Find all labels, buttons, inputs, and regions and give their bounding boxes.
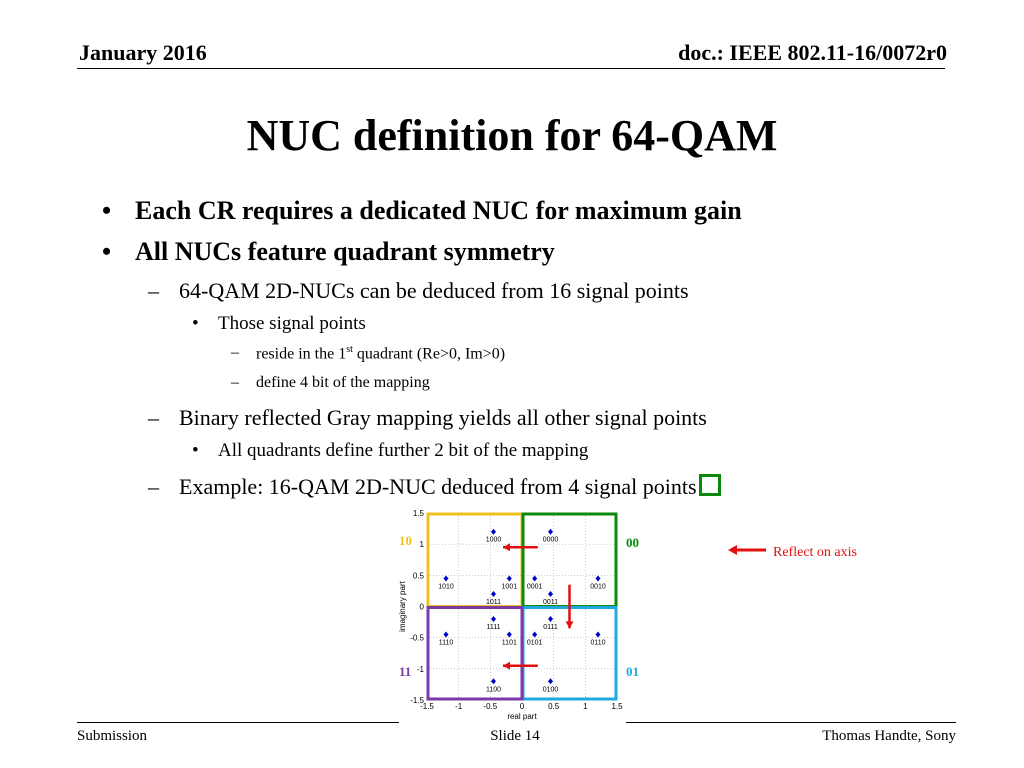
quadrant-label-00: 00 — [626, 535, 639, 550]
x-tick-label: -1.5 — [420, 702, 434, 711]
signal-point — [491, 528, 496, 535]
signal-point — [491, 678, 496, 685]
bullet-marker: • — [102, 196, 112, 225]
bullet-text-sup: st — [346, 344, 353, 355]
bullet-text: define 4 bit of the mapping — [256, 374, 430, 391]
bullet-text: All quadrants define further 2 bit of th… — [218, 440, 589, 461]
footer-slide-number: Slide 14 — [490, 728, 540, 744]
bullet-text: Those signal points — [218, 313, 366, 334]
signal-point-label: 0001 — [527, 583, 543, 590]
header-date: January 2016 — [79, 40, 207, 65]
signal-point-label: 0011 — [543, 599, 558, 606]
signal-point-label: 1101 — [502, 640, 517, 647]
signal-point — [532, 575, 538, 582]
x-tick-label: 1 — [583, 702, 588, 711]
bullet-text: 64-QAM 2D-NUCs can be deduced from 16 si… — [179, 278, 689, 303]
reflect-arrow-icon — [728, 545, 766, 555]
bullet-text-post: quadrant (Re>0, Im>0) — [352, 345, 506, 363]
reflect-arrow-lower-head — [503, 661, 510, 670]
signal-point-label: 1000 — [486, 537, 502, 544]
x-axis-label: real part — [507, 712, 537, 721]
signal-point-label: 1010 — [438, 583, 454, 590]
reflect-arrow-vertical-head — [565, 621, 574, 629]
signal-point-label: 1011 — [486, 599, 501, 606]
quadrant-label-01: 01 — [626, 664, 639, 679]
signal-point-label: 0100 — [543, 686, 559, 693]
x-tick-label: 0 — [520, 702, 525, 711]
x-tick-label: 1.5 — [611, 702, 623, 711]
bullet-text: Each CR requires a dedicated NUC for max… — [135, 196, 742, 225]
signal-point-label: 1111 — [486, 624, 500, 631]
bullet-marker: – — [148, 278, 159, 303]
plot-layer: -1.51.5-11-0.50.5000.5-0.51-11.5-1.5real… — [398, 509, 639, 721]
y-tick-label: 1 — [420, 540, 425, 549]
bullet-text: Binary reflected Gray mapping yields all… — [179, 405, 707, 430]
signal-point — [506, 575, 512, 582]
footer-author: Thomas Handte, Sony — [822, 728, 956, 744]
bullet-text: reside in the 1st quadrant (Re>0, Im>0) — [256, 344, 505, 363]
header-divider — [77, 68, 945, 69]
bullet-marker: • — [192, 440, 199, 461]
signal-point — [532, 631, 538, 638]
quadrant-label-11: 11 — [399, 664, 411, 679]
signal-point-label: 0010 — [590, 583, 606, 590]
quadrant-box-11 — [426, 606, 524, 701]
bullet-marker: – — [148, 405, 159, 430]
slide-title: NUC definition for 64-QAM — [246, 111, 778, 160]
y-tick-label: -0.5 — [410, 634, 424, 643]
bullet-marker: • — [192, 313, 199, 334]
signal-point — [506, 631, 512, 638]
signal-point — [548, 678, 553, 685]
x-tick-label: -1 — [455, 702, 463, 711]
bullet-text-pre: reside in the 1 — [256, 345, 347, 363]
signal-point-label: 0111 — [543, 624, 558, 631]
signal-point — [548, 615, 553, 622]
bullet-text: All NUCs feature quadrant symmetry — [135, 237, 555, 266]
signal-point-label: 0110 — [590, 640, 605, 647]
y-axis-label: imaginary part — [398, 580, 407, 631]
footer-divider-left — [77, 722, 399, 723]
signal-point — [491, 591, 496, 598]
bullet-marker: – — [148, 474, 159, 499]
signal-point — [443, 575, 449, 582]
signal-point — [548, 591, 553, 598]
footer-divider-right — [626, 722, 956, 723]
bullet-marker: – — [231, 344, 239, 361]
signal-point-label: 0000 — [543, 537, 559, 544]
signal-point-label: 1110 — [439, 640, 454, 647]
bullet-marker: • — [102, 237, 112, 266]
signal-point-label: 0101 — [527, 640, 543, 647]
signal-point — [491, 615, 496, 622]
reflect-legend-label: Reflect on axis — [773, 545, 857, 560]
x-tick-label: -0.5 — [483, 702, 497, 711]
signal-point-label: 1001 — [502, 583, 518, 590]
constellation-plot: -1.51.5-11-0.50.5000.5-0.51-11.5-1.5real… — [398, 509, 639, 721]
signal-point — [595, 631, 601, 638]
bullet-marker: – — [231, 374, 239, 391]
bullet-text-main: Example: 16-QAM 2D-NUC deduced from 4 si… — [179, 474, 697, 499]
header-doc-id: doc.: IEEE 802.11-16/0072r0 — [678, 40, 947, 65]
signal-point — [595, 575, 601, 582]
quadrant-label-10: 10 — [399, 533, 412, 548]
bullet-text: Example: 16-QAM 2D-NUC deduced from 4 si… — [179, 474, 721, 500]
footer-submission: Submission — [77, 728, 148, 744]
y-tick-label: 0.5 — [413, 571, 425, 580]
reflect-arrow-horizontal-head — [503, 543, 510, 552]
y-tick-label: -1 — [417, 665, 425, 674]
signal-point — [548, 528, 553, 535]
x-tick-label: 0.5 — [548, 702, 560, 711]
green-square-icon — [698, 474, 721, 496]
y-tick-label: 0 — [420, 603, 425, 612]
y-tick-label: 1.5 — [413, 509, 425, 518]
signal-point — [443, 631, 449, 638]
signal-point-label: 1100 — [486, 686, 501, 693]
y-tick-label: -1.5 — [410, 696, 424, 705]
